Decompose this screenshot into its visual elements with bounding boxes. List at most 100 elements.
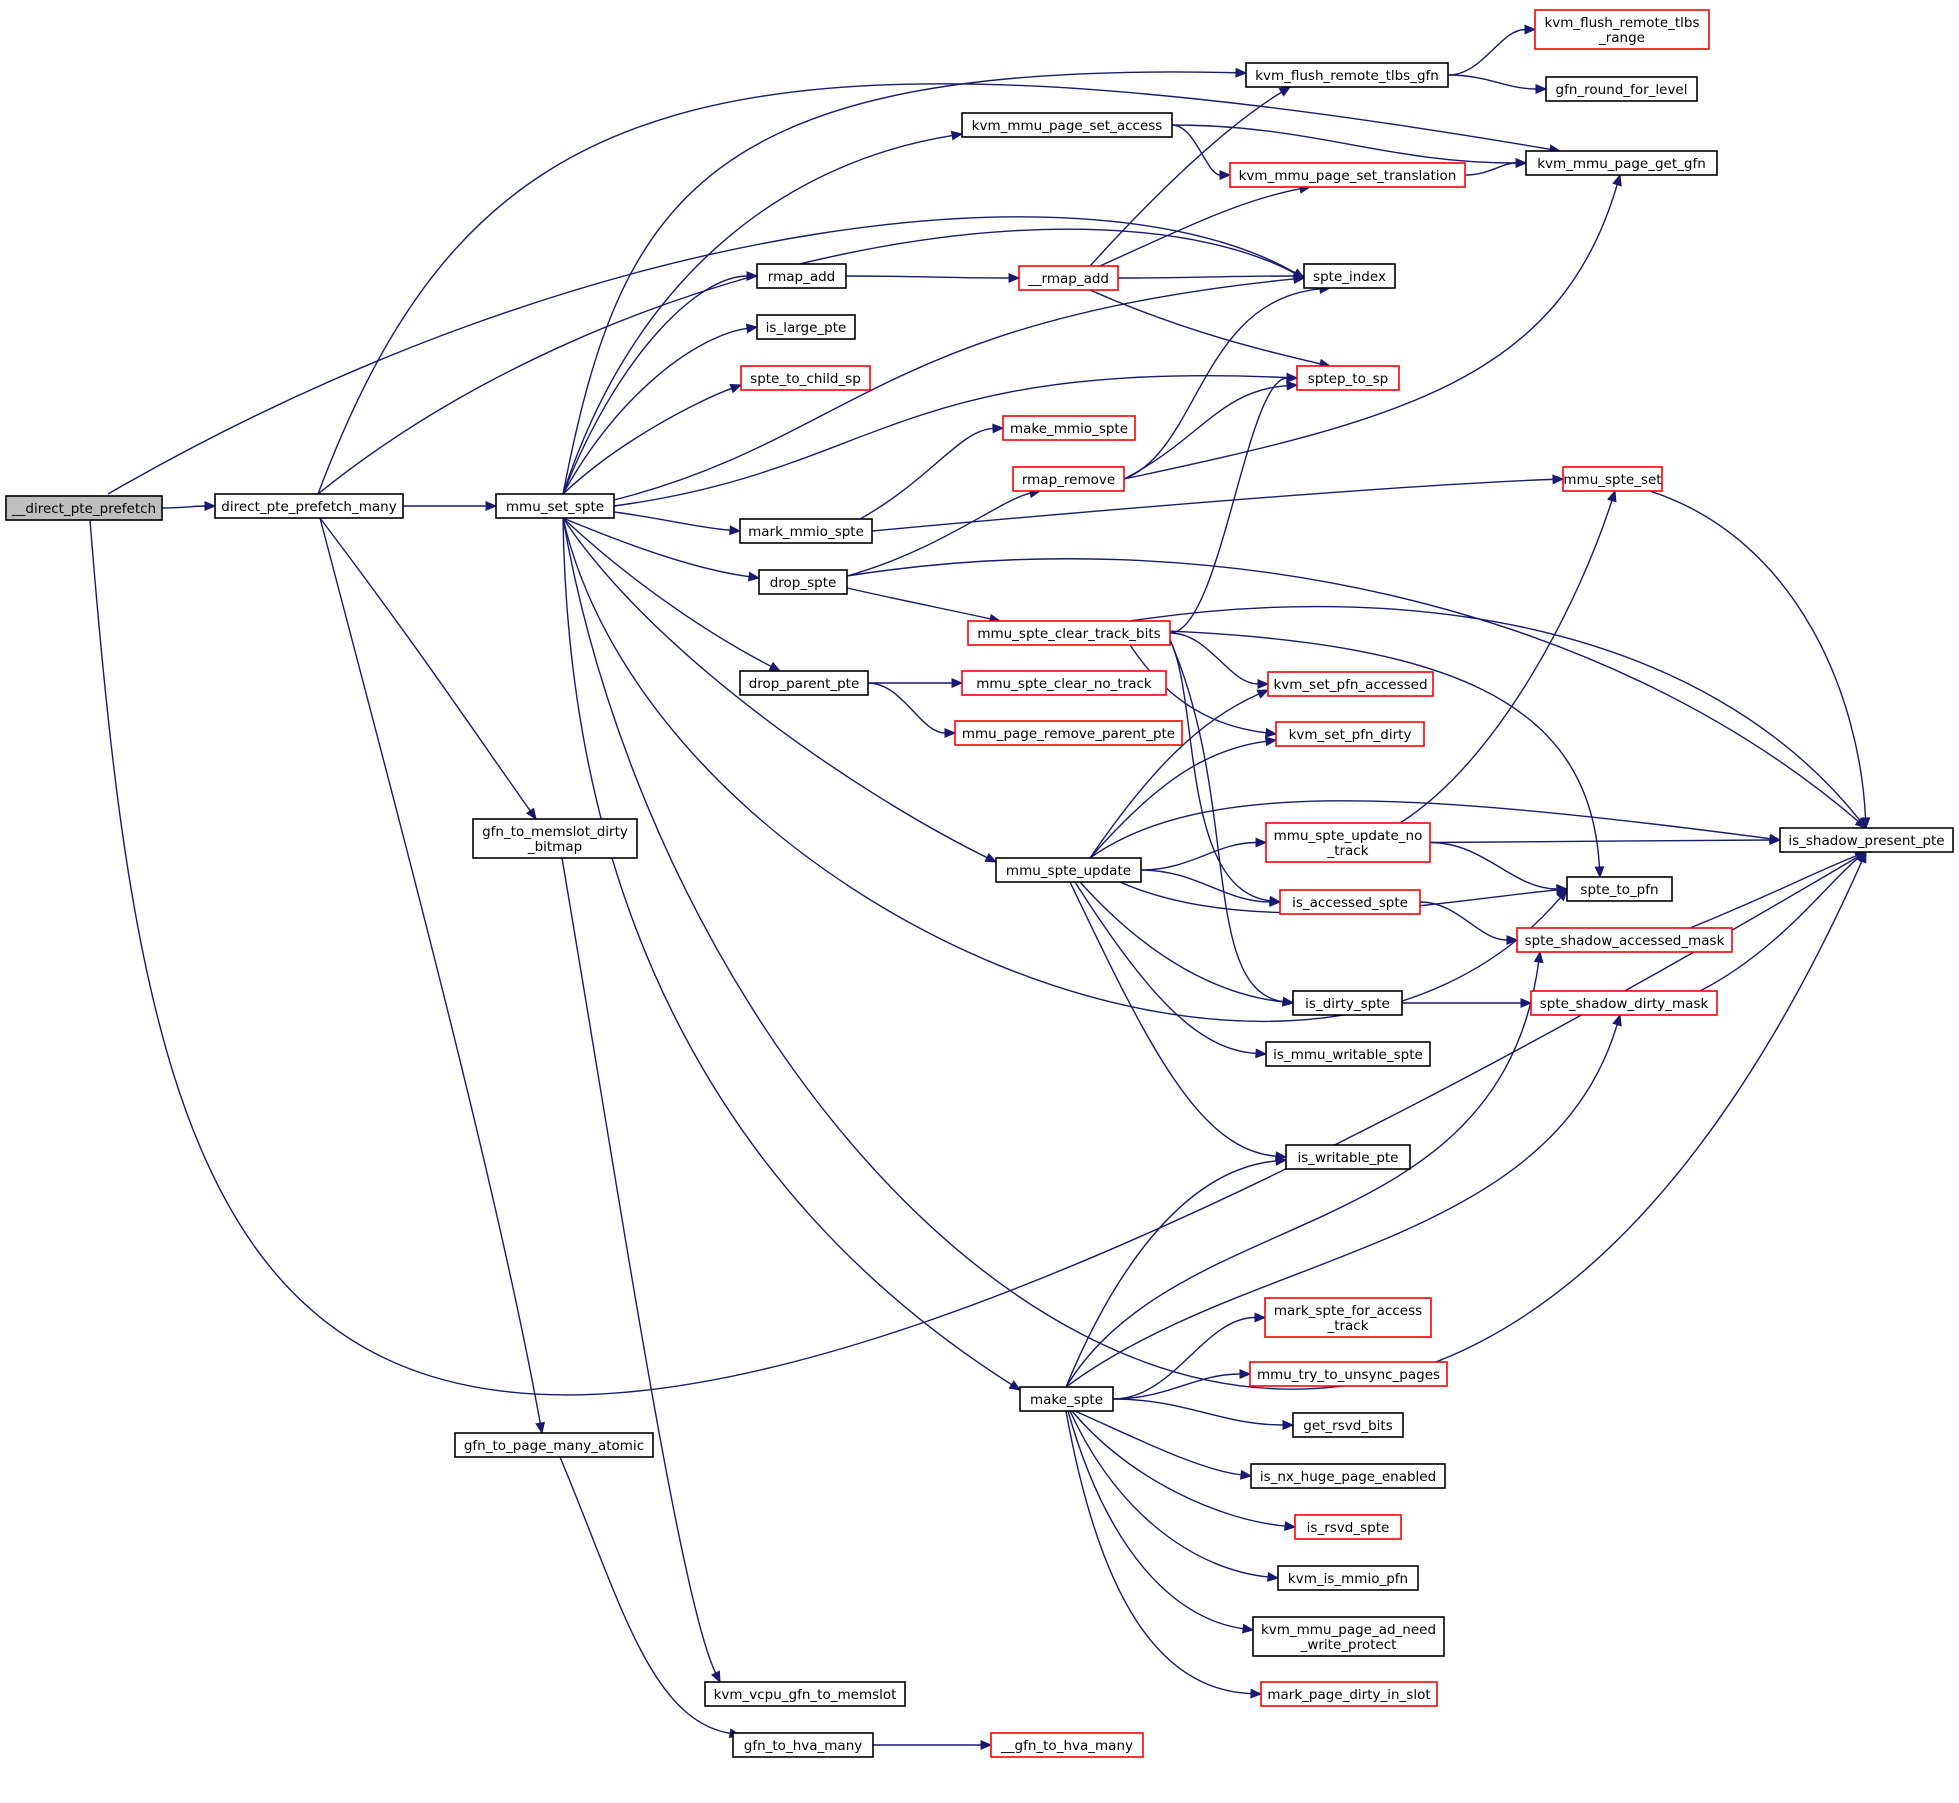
node-box [1292, 1412, 1404, 1438]
node-is-large-pte[interactable]: is_large_pte [756, 314, 856, 340]
node-sptep-to-sp[interactable]: sptep_to_sp [1296, 365, 1400, 391]
node-kvm-mmu-page-ad-need-write-protect[interactable]: kvm_mmu_page_ad_need_write_protect [1252, 1616, 1445, 1657]
node-label: mmu_spte_set [1563, 472, 1661, 488]
node-mmu-page-remove-parent-pte[interactable]: mmu_page_remove_parent_pte [954, 720, 1183, 746]
node-label: kvm_vcpu_gfn_to_memslot [714, 1687, 897, 1703]
node-label: _track [1326, 843, 1368, 859]
node-mmu-spte-update-no-track[interactable]: mmu_spte_update_no_track [1265, 822, 1431, 863]
node-label: mark_mmio_spte [748, 524, 864, 540]
node-direct-pte-prefetch-many[interactable]: direct_pte_prefetch_many [214, 493, 404, 519]
node-mark-mmio-spte[interactable]: mark_mmio_spte [739, 518, 873, 544]
node-label: mmu_spte_clear_track_bits [977, 626, 1160, 642]
edge-mmu_set_spte-to-make_spte [562, 517, 1022, 1391]
edge-drop_spte-to-rmap_remove [846, 488, 1042, 577]
node-make-spte[interactable]: make_spte [1019, 1386, 1114, 1412]
node-rmap-remove[interactable]: rmap_remove [1012, 466, 1125, 492]
node-mark-spte-for-access-track[interactable]: mark_spte_for_access_track [1264, 1297, 1432, 1338]
node-mmu-try-to-unsync-pages[interactable]: mmu_try_to_unsync_pages [1249, 1361, 1448, 1387]
node-box [1534, 9, 1710, 50]
node-label: is_shadow_present_pte [1788, 833, 1944, 849]
node-kvm-set-pfn-dirty[interactable]: kvm_set_pfn_dirty [1275, 721, 1425, 747]
node-is-mmu-writable-spte[interactable]: is_mmu_writable_spte [1265, 1041, 1431, 1067]
node-spte-index[interactable]: spte_index [1303, 263, 1396, 289]
node-gfn-round-for-level[interactable]: gfn_round_for_level [1545, 76, 1698, 102]
node-is-accessed-spte[interactable]: is_accessed_spte [1279, 889, 1421, 915]
edge-layer [89, 24, 1871, 1750]
node-get-rsvd-bits[interactable]: get_rsvd_bits [1292, 1412, 1404, 1438]
node-mark-page-dirty-in-slot[interactable]: mark_page_dirty_in_slot [1260, 1681, 1438, 1707]
edge-mmu_spte_update_no_track-to-spte_to_pfn [1429, 841, 1569, 894]
node---gfn-to-hva-many[interactable]: __gfn_to_hva_many [990, 1732, 1144, 1758]
node-box [1285, 1144, 1411, 1170]
node-kvm-is-mmio-pfn[interactable]: kvm_is_mmio_pfn [1277, 1565, 1419, 1591]
node-box [756, 263, 847, 289]
node-box [1252, 1616, 1445, 1657]
node-kvm-flush-remote-tlbs-gfn[interactable]: kvm_flush_remote_tlbs_gfn [1245, 62, 1449, 88]
edge-mmu_set_spte-to-spte_to_child_sp [562, 383, 743, 495]
node-kvm-vcpu-gfn-to-memslot[interactable]: kvm_vcpu_gfn_to_memslot [704, 1681, 906, 1707]
edge-__rmap_add-to-sptep_to_sp [1089, 289, 1332, 369]
edge-make_spte-to-mmu_try_to_unsync_pages [1112, 1369, 1252, 1400]
node-gfn-to-hva-many[interactable]: gfn_to_hva_many [732, 1732, 874, 1758]
node-box [1249, 1361, 1448, 1387]
node-label: kvm_set_pfn_dirty [1289, 727, 1412, 743]
edge-kvm_flush_remote_tlbs_gfn-to-kvm_flush_remote_tlbs_range [1447, 24, 1537, 76]
node-box [5, 495, 163, 521]
node-spte-to-pfn[interactable]: spte_to_pfn [1566, 876, 1673, 902]
node-kvm-flush-remote-tlbs-range[interactable]: kvm_flush_remote_tlbs_range [1534, 9, 1710, 50]
edge-mmu_spte_update-to-kvm_set_pfn_accessed [1089, 689, 1270, 859]
edge-kvm_mmu_page_set_access-to-kvm_mmu_page_set_translation [1171, 124, 1232, 180]
edge-make_spte-to-is_rsvd_spte [1071, 1410, 1297, 1531]
node-spte-to-child-sp[interactable]: spte_to_child_sp [740, 365, 871, 391]
node-box [990, 1732, 1144, 1758]
node-gfn-to-memslot-dirty-bitmap[interactable]: gfn_to_memslot_dirty_bitmap [472, 818, 638, 859]
node-spte-shadow-accessed-mask[interactable]: spte_shadow_accessed_mask [1516, 927, 1733, 953]
edge-direct_pte_prefetch_many-to-mmu_set_spte [403, 501, 498, 511]
edge-make_spte-to-mark_page_dirty_in_slot [1065, 1410, 1263, 1699]
node-mmu-spte-update[interactable]: mmu_spte_update [995, 857, 1142, 883]
node-drop-parent-pte[interactable]: drop_parent_pte [739, 670, 869, 696]
edge-mmu_spte_clear_track_bits-to-is_accessed_spte [1169, 639, 1282, 906]
node-drop-spte[interactable]: drop_spte [758, 569, 848, 595]
node-kvm-mmu-page-set-access[interactable]: kvm_mmu_page_set_access [961, 112, 1173, 138]
edge-direct_pte_prefetch_many-to-gfn_to_page_many_atomic [319, 517, 546, 1435]
edge-spte_shadow_dirty_mask-to-is_shadow_present_pte [1699, 851, 1868, 992]
node-label: __rmap_add [1027, 271, 1109, 287]
node-gfn-to-page-many-atomic[interactable]: gfn_to_page_many_atomic [454, 1432, 654, 1458]
edge-mmu_set_spte-to-is_shadow_present_pte [562, 517, 1867, 1390]
node-mmu-set-spte[interactable]: mmu_set_spte [495, 493, 615, 519]
node-kvm-set-pfn-accessed[interactable]: kvm_set_pfn_accessed [1267, 671, 1434, 697]
node-is-writable-pte[interactable]: is_writable_pte [1285, 1144, 1411, 1170]
node-is-dirty-spte[interactable]: is_dirty_spte [1292, 990, 1403, 1016]
edge-direct_pte_prefetch-to-direct_pte_prefetch_many [161, 501, 217, 511]
node-is-shadow-present-pte[interactable]: is_shadow_present_pte [1779, 827, 1954, 853]
node-box [1779, 827, 1954, 853]
node-label: rmap_add [768, 269, 835, 285]
node-layer: __direct_pte_prefetch direct_pte_prefetch… [5, 9, 1954, 1758]
node-box [1530, 990, 1718, 1016]
node-kvm-mmu-page-set-translation[interactable]: kvm_mmu_page_set_translation [1229, 162, 1466, 188]
node-box [1525, 150, 1718, 176]
node-is-nx-huge-page-enabled[interactable]: is_nx_huge_page_enabled [1250, 1463, 1446, 1489]
node-label: spte_shadow_dirty_mask [1540, 996, 1709, 1012]
node-label: make_spte [1030, 1392, 1103, 1408]
node-spte-shadow-dirty-mask[interactable]: spte_shadow_dirty_mask [1530, 990, 1718, 1016]
node-is-rsvd-spte[interactable]: is_rsvd_spte [1294, 1514, 1402, 1540]
node-direct-pte-prefetch[interactable]: __direct_pte_prefetch [5, 495, 163, 521]
node-rmap-add[interactable]: rmap_add [756, 263, 847, 289]
node-label: mmu_set_spte [506, 499, 604, 515]
node-kvm-mmu-page-get-gfn[interactable]: kvm_mmu_page_get_gfn [1525, 150, 1718, 176]
edge-is_dirty_spte-to-spte_shadow_dirty_mask [1402, 998, 1533, 1008]
node-label: gfn_to_page_many_atomic [464, 1438, 644, 1454]
node-mmu-spte-set[interactable]: mmu_spte_set [1562, 466, 1663, 492]
node-mmu-spte-clear-no-track[interactable]: mmu_spte_clear_no_track [961, 670, 1167, 696]
node-box [1292, 990, 1403, 1016]
node-box [1265, 1041, 1431, 1067]
node-label: _bitmap [527, 839, 582, 855]
node-box [1545, 76, 1698, 102]
node-mmu-spte-clear-track-bits[interactable]: mmu_spte_clear_track_bits [967, 620, 1171, 646]
node---rmap-add[interactable]: __rmap_add [1018, 265, 1119, 291]
node-make-mmio-spte[interactable]: make_mmio_spte [1002, 415, 1136, 441]
node-box [967, 620, 1171, 646]
